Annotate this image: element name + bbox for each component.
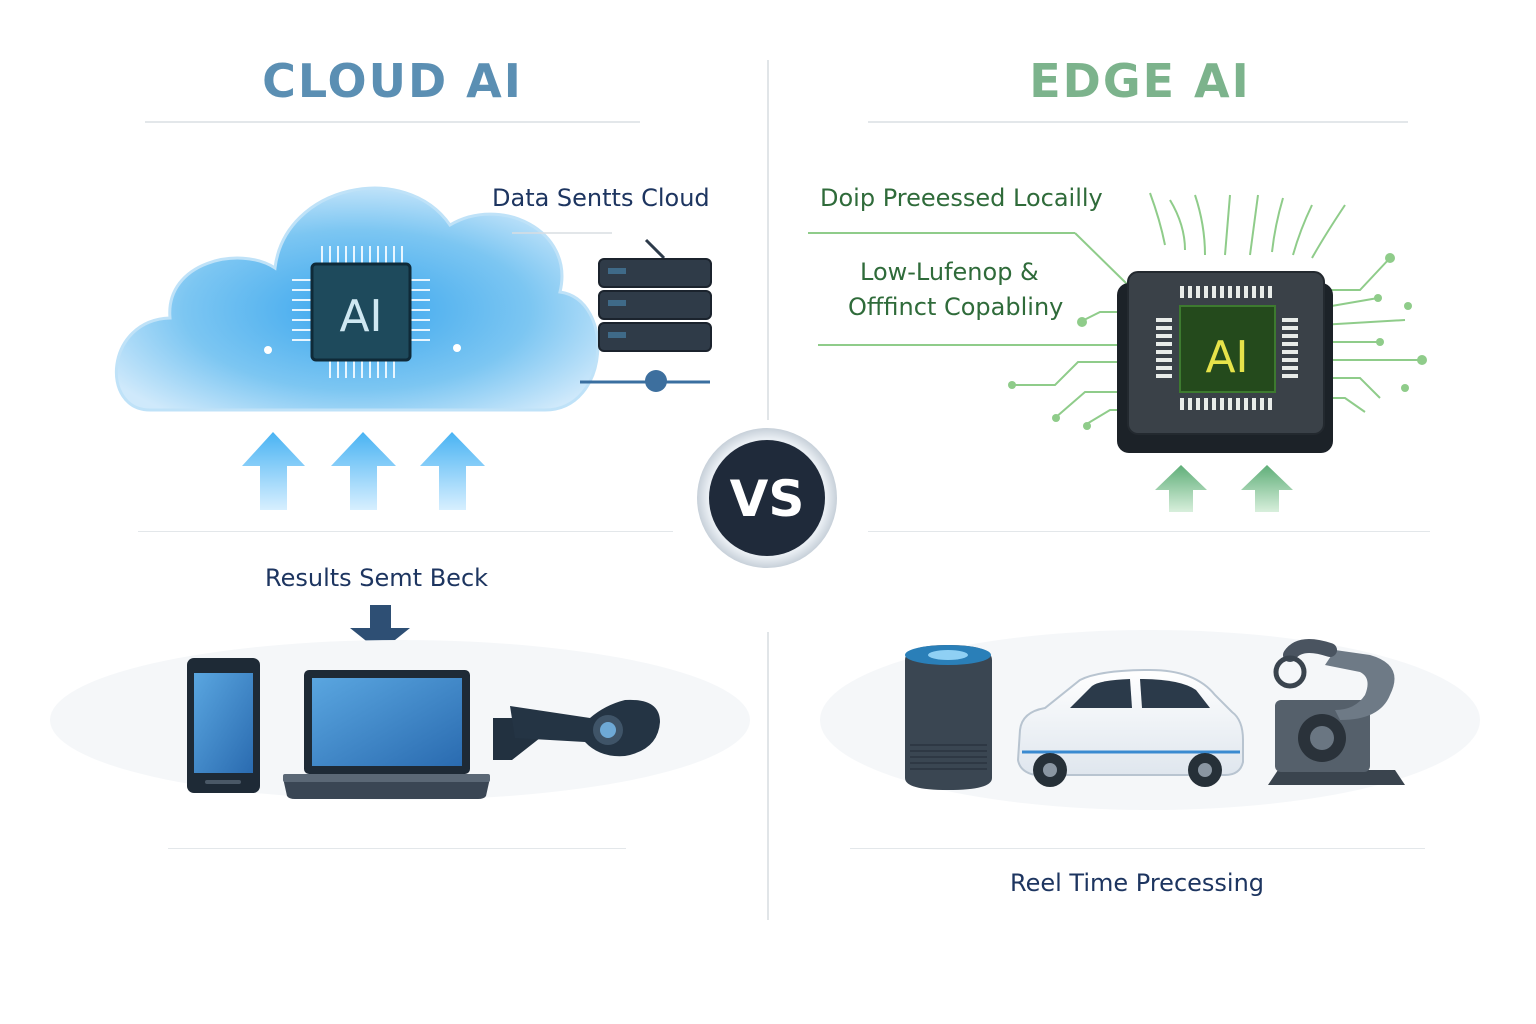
cloud-chip-label: AI (339, 291, 382, 342)
edge-chip-label: AI (1205, 332, 1248, 383)
vs-label: VS (730, 470, 805, 528)
edge-bottom-rule (850, 848, 1425, 849)
laptop-icon (283, 670, 490, 799)
edge-circuit-traces (808, 192, 1420, 426)
edge-input-arrows (1155, 465, 1293, 512)
center-divider-top (767, 60, 769, 420)
cloud-mid-rule (138, 531, 673, 532)
cloud-ai-chip: AI (292, 246, 430, 378)
cloud-title-rule (145, 121, 640, 123)
smartphone-icon (187, 658, 260, 793)
results-sent-back-label: Results Semt Beck (265, 564, 489, 592)
security-camera-icon (493, 699, 660, 760)
real-time-processing-label: Reel Time Precessing (1010, 869, 1265, 897)
edge-ai-chip: AI (1117, 271, 1333, 453)
edge-circuit-nodes (1008, 253, 1427, 430)
edge-title-rule (868, 121, 1408, 123)
cloud-ai-title: CLOUD AI (262, 54, 523, 108)
low-latency-label-line2: Offfinct Copabliny (848, 293, 1064, 321)
vs-badge: VS (697, 428, 837, 568)
data-sent-label: Data Sentts Cloud (492, 184, 710, 212)
edge-mid-rule (868, 531, 1430, 532)
smart-speaker-icon (905, 645, 992, 790)
robotic-arm-icon (1268, 639, 1405, 785)
server-rack-icon (580, 238, 712, 392)
low-latency-label-line1: Low-Lufenop & (860, 258, 1039, 286)
cloud-bottom-rule (168, 848, 626, 849)
download-arrow-icon (350, 605, 410, 652)
upload-arrows (242, 432, 485, 510)
car-icon (1016, 668, 1244, 787)
center-divider-bottom (767, 632, 769, 920)
processed-locally-label: Doip Preeessed Locailly (820, 184, 1103, 212)
edge-ai-title: EDGE AI (1029, 54, 1251, 108)
